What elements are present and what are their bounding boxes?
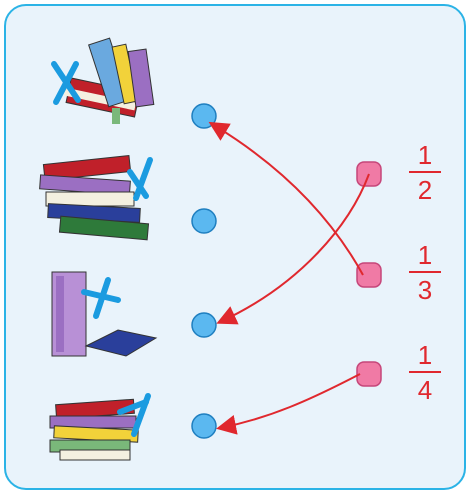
arrow-icon	[208, 121, 364, 276]
cross-mark-icon	[81, 277, 121, 319]
cross-mark-icon	[127, 157, 153, 201]
books-group-2	[39, 154, 153, 241]
fraction-denominator: 3	[417, 275, 433, 305]
fraction-denominator: 2	[417, 175, 433, 205]
books-group-1	[51, 37, 155, 124]
arrow-icon	[216, 173, 370, 325]
arrow-icon	[216, 373, 361, 435]
cross-mark-icon	[51, 61, 81, 105]
fraction-one-half: 1 2	[405, 140, 445, 205]
fraction-bar	[409, 271, 441, 273]
fraction-numerator: 1	[417, 340, 433, 370]
fraction-numerator: 1	[417, 140, 433, 170]
fraction-bar	[409, 371, 441, 373]
books-group-3	[51, 271, 158, 357]
circle-dot-icon[interactable]	[191, 413, 217, 439]
circle-dot-icon[interactable]	[191, 208, 217, 234]
fraction-one-quarter: 1 4	[405, 340, 445, 405]
cross-mark-icon	[117, 393, 151, 437]
books-group-4	[49, 393, 151, 461]
fraction-one-third: 1 3	[405, 240, 445, 305]
pink-square-icon[interactable]	[356, 262, 382, 288]
fraction-numerator: 1	[417, 240, 433, 270]
circle-dot-icon[interactable]	[191, 312, 217, 338]
fraction-denominator: 4	[417, 375, 433, 405]
pink-square-icon[interactable]	[356, 361, 382, 387]
fraction-bar	[409, 171, 441, 173]
